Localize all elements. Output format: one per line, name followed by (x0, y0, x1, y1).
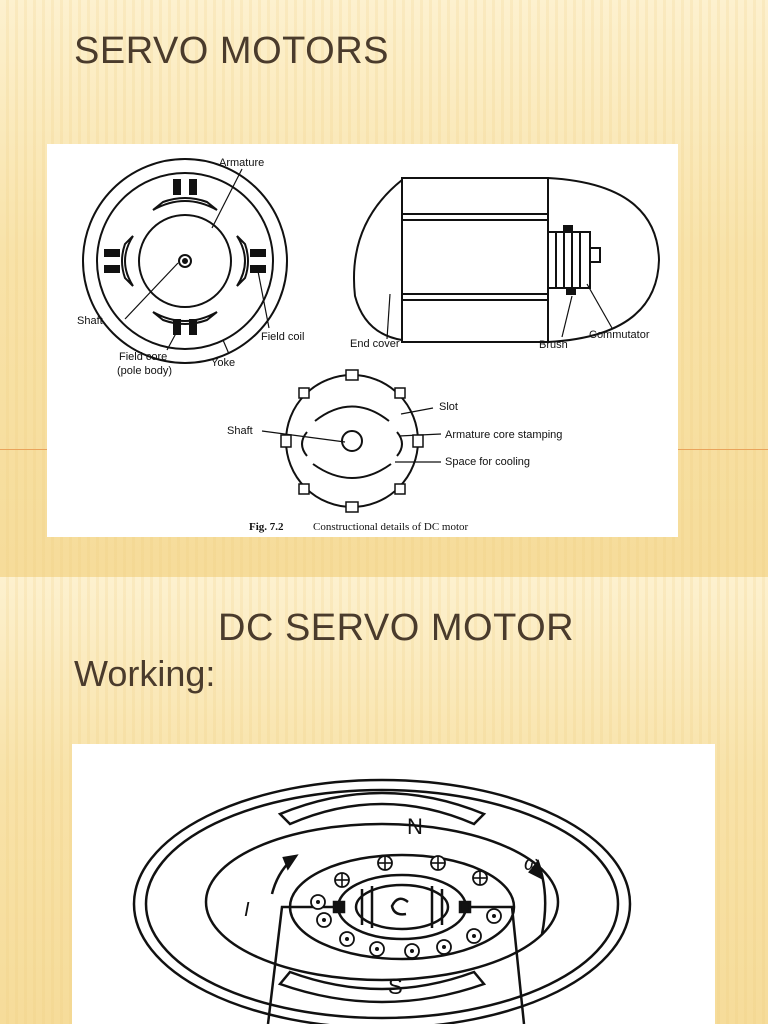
caption-text: Constructional details of DC motor (313, 521, 469, 533)
caption-number: Fig. 7.2 (249, 521, 284, 533)
label-slot: Slot (439, 401, 458, 413)
label-south-pole: S (388, 974, 403, 999)
slide-servo-motors: SERVO MOTORS (0, 0, 768, 577)
label-pole-body: (pole body) (117, 365, 172, 377)
label-shaft-2: Shaft (227, 425, 253, 437)
label-brush: Brush (539, 339, 568, 351)
label-field-core: Field core (119, 351, 167, 363)
label-current: I (244, 899, 250, 921)
slide-title: SERVO MOTORS (74, 30, 389, 72)
label-armature-core-stamping: Armature core stamping (445, 429, 562, 441)
label-field-coil: Field coil (261, 331, 304, 343)
dc-servo-working-figure: N S ω I (72, 744, 715, 1024)
label-north-pole: N (407, 814, 423, 839)
label-commutator: Commutator (589, 329, 650, 341)
label-end-cover: End cover (350, 338, 400, 350)
working-diagram: N S ω I (132, 778, 632, 1024)
label-omega: ω (524, 853, 540, 875)
construction-diagram: Armature Shaft Field coil Field core (po… (77, 157, 661, 533)
slide-title: DC SERVO MOTOR (218, 607, 575, 649)
label-yoke: Yoke (211, 357, 235, 369)
dc-motor-construction-figure: Armature Shaft Field coil Field core (po… (47, 144, 678, 537)
label-shaft: Shaft (77, 315, 103, 327)
slide-dc-servo-motor: DC SERVO MOTOR Working: (0, 577, 768, 1024)
label-space-for-cooling: Space for cooling (445, 456, 530, 468)
label-armature: Armature (219, 157, 264, 169)
slide-subtitle: Working: (74, 653, 216, 694)
